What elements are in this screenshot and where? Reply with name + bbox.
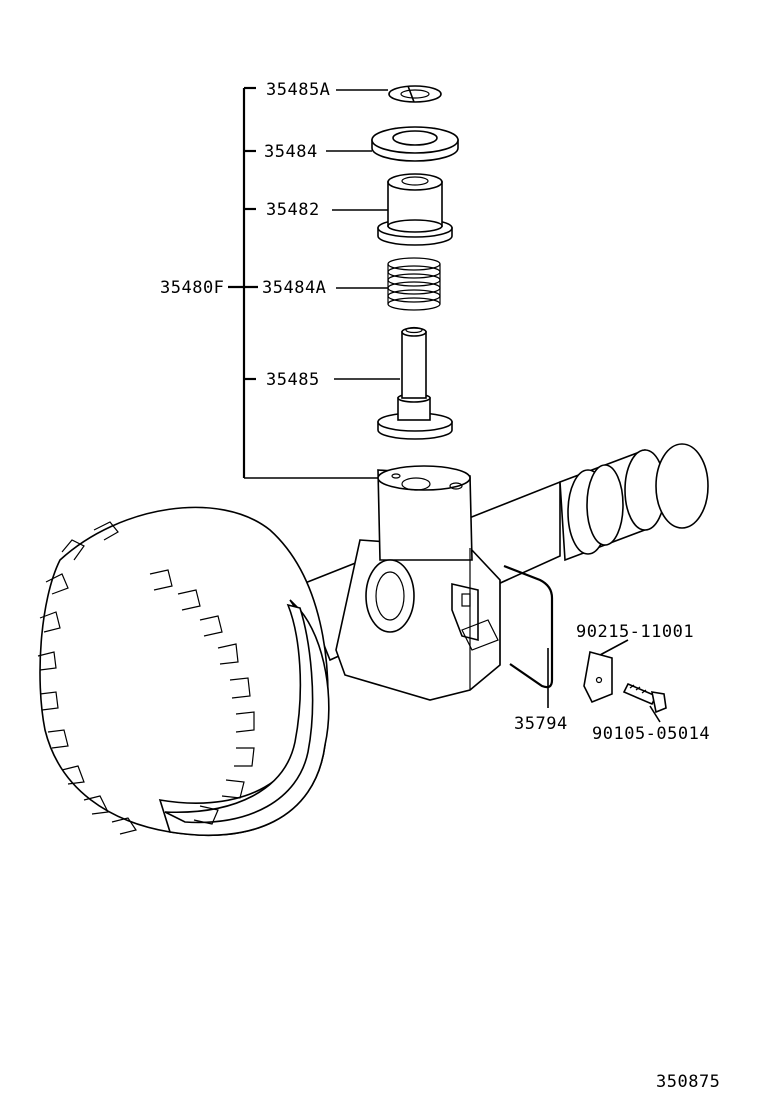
bolt-icon <box>622 682 667 714</box>
label-90215-11001: 90215-11001 <box>576 622 695 642</box>
label-35482: 35482 <box>266 200 320 220</box>
piston-icon <box>377 173 453 246</box>
plunger-icon <box>377 326 453 440</box>
group-bracket <box>228 86 378 479</box>
label-35485a: 35485A <box>266 80 331 100</box>
retaining-wire-icon <box>503 564 554 689</box>
label-35480f: 35480F <box>160 278 225 298</box>
label-35485: 35485 <box>266 370 320 390</box>
label-90105-05014: 90105-05014 <box>592 724 711 744</box>
spring-icon <box>387 257 441 311</box>
snap-ring-icon <box>388 85 442 103</box>
figure-number: 350875 <box>656 1072 721 1092</box>
label-35794: 35794 <box>514 714 568 734</box>
leader-lines <box>326 89 661 723</box>
governor-body-icon <box>335 465 501 701</box>
clutch-drum-icon <box>37 506 330 837</box>
label-35484: 35484 <box>264 142 318 162</box>
washer-icon <box>371 126 459 162</box>
clip-icon <box>583 650 613 704</box>
label-35484a: 35484A <box>262 278 327 298</box>
